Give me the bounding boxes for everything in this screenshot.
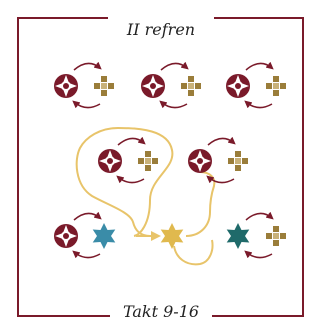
checker-cross-icon — [138, 151, 158, 171]
swap-arrow-top — [207, 136, 236, 146]
swap-arrow-bottom — [206, 175, 235, 184]
star-icon — [160, 223, 184, 249]
swap-arrow-bottom — [244, 250, 273, 259]
swap-arrow-bottom — [244, 100, 273, 109]
diagram-title: II refren — [126, 20, 196, 39]
swap-arrow-top — [245, 61, 274, 71]
checker-cross-icon — [266, 226, 286, 246]
circle-compass-icon — [54, 224, 78, 248]
circle-compass-icon — [188, 149, 212, 173]
swap-arrow-bottom — [116, 175, 145, 184]
circle-compass-icon — [54, 74, 78, 98]
dancer-pair-row1-3 — [226, 61, 286, 109]
frame-border — [17, 17, 304, 317]
dancer-pair-row1-1 — [54, 61, 114, 109]
swap-arrow-top — [73, 211, 102, 221]
swap-arrow-bottom — [72, 100, 101, 109]
dancer-pair-row1-2 — [141, 61, 201, 109]
swap-arrow-bottom — [159, 100, 188, 109]
star-icon — [226, 223, 250, 249]
dancer-pair-row3-2 — [226, 211, 286, 259]
star-icon — [92, 223, 116, 249]
swap-arrow-top — [73, 61, 102, 71]
dancer-pair-row3-1 — [54, 211, 116, 259]
dancer-pair-row2-1 — [98, 136, 158, 184]
swap-arrow-top — [117, 136, 146, 146]
swap-arrow-top — [245, 211, 274, 221]
swap-arrow-bottom — [72, 250, 101, 259]
swap-arrow-top — [160, 61, 189, 71]
checker-cross-icon — [181, 76, 201, 96]
gold-path-right-tail — [173, 239, 214, 266]
gold-path-right — [185, 171, 216, 237]
checker-cross-icon — [94, 76, 114, 96]
gold-path — [75, 126, 174, 237]
dancer-pair-row2-2 — [188, 136, 248, 184]
checker-cross-icon — [228, 151, 248, 171]
checker-cross-icon — [266, 76, 286, 96]
circle-compass-icon — [141, 74, 165, 98]
diagram-footer: Takt 9-16 — [122, 302, 200, 321]
circle-compass-icon — [98, 149, 122, 173]
circle-compass-icon — [226, 74, 250, 98]
